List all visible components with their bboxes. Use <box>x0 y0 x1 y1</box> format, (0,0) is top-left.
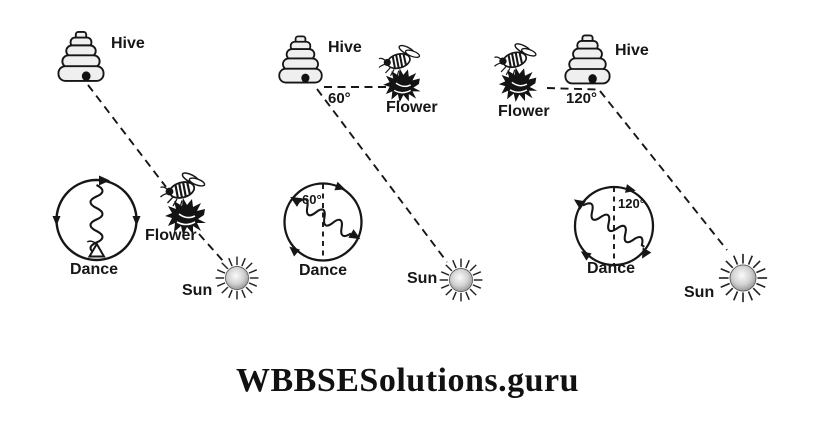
hive-sun-line <box>316 88 448 263</box>
return-path-arrow-icon <box>580 251 592 261</box>
flower-hive-line <box>546 87 598 91</box>
dance-angle-label: 60° <box>302 192 322 207</box>
waggle-run-icon <box>290 196 361 240</box>
hive-label: Hive <box>328 39 362 56</box>
flower-label: Flower <box>498 103 550 120</box>
dancing-bee-icon <box>87 242 106 258</box>
hive-icon <box>564 34 611 85</box>
sun-icon <box>718 253 768 303</box>
dance-label: Dance <box>70 261 119 278</box>
return-path-arrow-icon <box>52 216 61 226</box>
hive-icon <box>57 30 105 82</box>
sun-label: Sun <box>182 282 213 299</box>
dance-circle-icon <box>283 181 363 262</box>
waggle-direction-arrow-icon <box>99 175 110 186</box>
return-path-arrow-icon <box>334 181 346 191</box>
dancing-bee-icon <box>86 240 98 245</box>
flower-label: Flower <box>386 99 438 116</box>
sun-label: Sun <box>407 270 438 287</box>
waggle-run-icon <box>89 184 104 255</box>
dance-label: Dance <box>587 260 636 277</box>
watermark-text: WBBSESolutions.guru <box>235 362 580 399</box>
return-path-arrow-icon <box>625 184 636 193</box>
dance-angle-label: 120° <box>618 196 645 211</box>
sun-icon <box>438 257 484 303</box>
sun-angle-label: 120° <box>566 90 598 107</box>
return-path-arrow-icon <box>642 247 652 259</box>
hive-label: Hive <box>111 35 145 52</box>
dance-circle-icon <box>573 184 655 267</box>
bee-on-flower-icon <box>378 42 422 104</box>
dance-label: Dance <box>299 262 348 279</box>
return-path-arrow-icon <box>132 216 141 226</box>
flower-label: Flower <box>145 227 197 244</box>
hive-label: Hive <box>615 42 649 59</box>
panel-3-art <box>493 34 768 303</box>
panel-1-art <box>52 30 260 301</box>
sun-angle-label: 60° <box>328 90 351 107</box>
bee-on-flower-icon <box>159 170 208 236</box>
sun-label: Sun <box>684 284 715 301</box>
panel-2-art <box>278 35 484 303</box>
flower-sun-line <box>198 233 225 263</box>
return-path-arrow-icon <box>289 246 300 257</box>
dance-circle-icon <box>52 175 141 262</box>
bee-on-flower-icon <box>493 41 539 103</box>
hive-icon <box>278 35 323 84</box>
hive-sun-line <box>599 90 728 251</box>
hive-flower-line <box>87 84 167 188</box>
waggle-run-icon <box>573 199 645 248</box>
sun-icon <box>214 255 260 301</box>
